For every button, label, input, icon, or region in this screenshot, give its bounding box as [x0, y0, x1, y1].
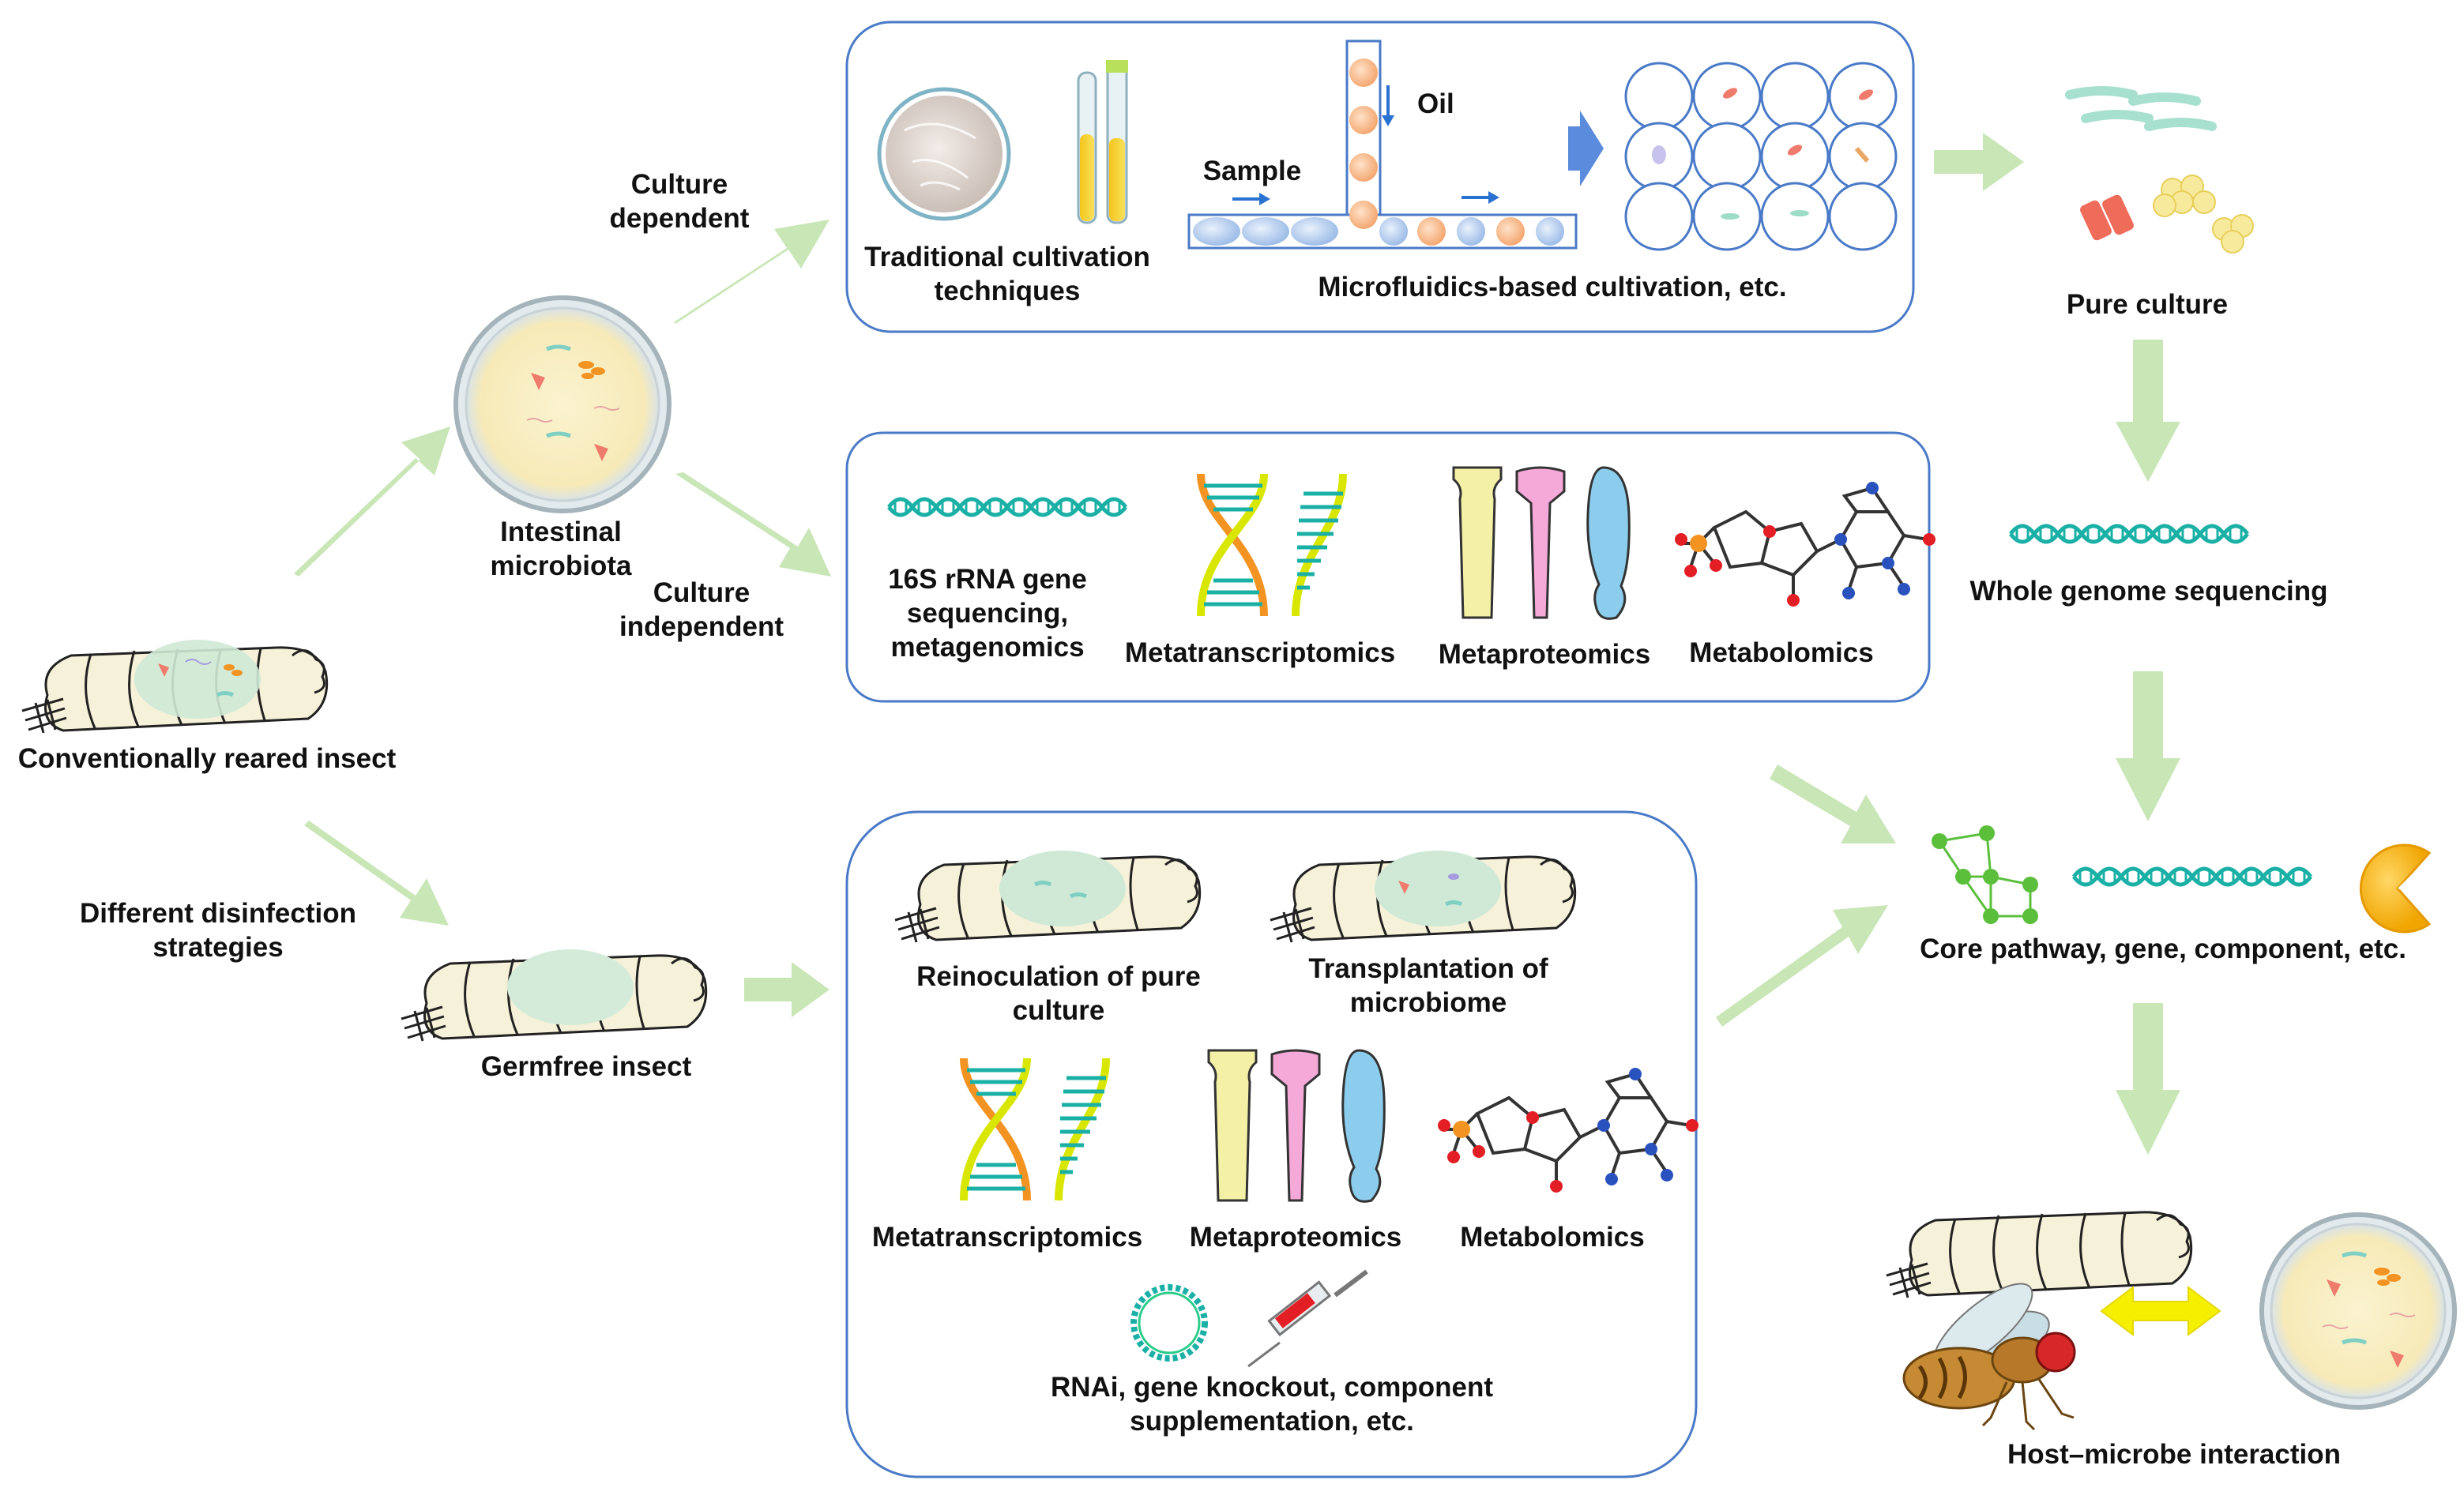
culture-tubes-icon [1077, 60, 1128, 224]
droplet-array [1624, 62, 1898, 251]
whole-genome-dna-icon [2011, 526, 2248, 542]
arrow-pure-to-genome [2116, 340, 2180, 482]
syringe-icon [1247, 1269, 1368, 1368]
fruit-fly-illustration [1902, 1283, 2076, 1431]
pathway-network-icon [1932, 825, 2038, 924]
microfluidic-chip-icon [1187, 39, 1578, 250]
reinoculation-bacteria [1033, 881, 1088, 899]
culture-dependent-label-1: Culture [631, 169, 728, 200]
arrow-omics-to-core [1770, 765, 1896, 843]
disinfection-label-2: strategies [152, 932, 283, 963]
germfree-metatranscriptomics-label: Metatranscriptomics [872, 1222, 1142, 1253]
intestinal-microbiota-dish [453, 295, 671, 513]
pure-culture-cells [2065, 86, 2254, 254]
rnai-label-1: RNAi, gene knockout, component [1051, 1372, 1493, 1403]
microfluidics-label: Microfluidics-based cultivation, etc. [1318, 272, 1786, 302]
transplantation-gut-blob [1375, 851, 1501, 926]
blue-arrow-to-droplets [1568, 111, 1604, 186]
culture-dependent-label-2: dependent [610, 203, 750, 234]
core-gene-dna-icon [2074, 869, 2311, 885]
transplantation-bacteria [1398, 873, 1463, 907]
transplantation-label-1: Transplantation of [1308, 953, 1548, 984]
culture-independent-label-2: independent [619, 611, 784, 642]
panel-germfree-studies [845, 810, 1698, 1478]
arrow-to-germfree [304, 821, 449, 926]
whole-genome-label: Whole genome sequencing [1969, 576, 2327, 607]
plasmid-icon [1130, 1284, 1208, 1362]
metaproteomics-label: Metaproteomics [1439, 639, 1650, 670]
gut-bacteria-marks [158, 659, 243, 697]
intestinal-microbiota-label-1: Intestinal [500, 517, 622, 547]
arrow-to-culture-independent [675, 472, 831, 577]
reinoculation-label-2: culture [1013, 995, 1105, 1026]
oil-label: Oil [1417, 88, 1454, 119]
host-larva-illustration [1885, 1211, 2193, 1299]
germfree-metaproteomics-icon [1207, 1049, 1386, 1203]
arrow-core-to-interaction [2116, 1003, 2180, 1155]
rrna-label-2: sequencing, [907, 598, 1068, 629]
host-microbiota-dish [2259, 1212, 2457, 1410]
reinoculation-label-1: Reinoculation of pure [916, 961, 1201, 992]
droplet-cells [1652, 88, 1874, 220]
transplantation-label-2: microbiome [1350, 987, 1507, 1018]
reinoculation-gut-blob [999, 851, 1126, 926]
germfree-gut-blob [507, 949, 634, 1025]
pure-culture-label: Pure culture [2067, 289, 2228, 320]
core-pathway-label: Core pathway, gene, component, etc. [1920, 934, 2406, 964]
arrow-germfree-to-core [1716, 905, 1888, 1027]
rrna-label-1: 16S rRNA gene [888, 564, 1087, 595]
host-microbe-label: Host–microbe interaction [2007, 1439, 2341, 1470]
component-pacman-icon [2359, 843, 2432, 934]
agar-plate-icon [877, 87, 1011, 221]
germfree-metabolomics-label: Metabolomics [1460, 1222, 1644, 1253]
intestinal-microbiota-label-2: microbiota [491, 550, 632, 581]
conventional-insect-label: Conventionally reared insect [18, 743, 397, 774]
rrna-label-3: metagenomics [890, 632, 1084, 663]
flow-arrows [294, 133, 2180, 1155]
traditional-cultivation-label-1: Traditional cultivation [864, 242, 1150, 272]
arrow-to-pure-culture [1934, 133, 2024, 191]
sample-label: Sample [1203, 156, 1302, 186]
arrow-genome-to-core [2116, 671, 2180, 821]
disinfection-label-1: Different disinfection [80, 898, 356, 929]
metabolomics-label: Metabolomics [1689, 637, 1873, 668]
germfree-metaproteomics-label: Metaproteomics [1190, 1222, 1401, 1253]
arrow-to-culture-dependent [674, 220, 829, 324]
rnai-label-2: supplementation, etc. [1130, 1406, 1414, 1437]
metaproteomics-icon [1452, 466, 1631, 620]
traditional-cultivation-label-2: techniques [935, 276, 1081, 306]
culture-independent-label-1: Culture [653, 577, 750, 608]
arrow-insect-to-microbiota [294, 426, 450, 577]
gut-microbiota-blob [134, 640, 261, 719]
germfree-insect-label: Germfree insect [481, 1051, 692, 1082]
metatranscriptomics-label: Metatranscriptomics [1125, 637, 1395, 668]
interaction-double-arrow [2100, 1286, 2221, 1336]
arrow-germfree-to-panel [744, 962, 829, 1017]
